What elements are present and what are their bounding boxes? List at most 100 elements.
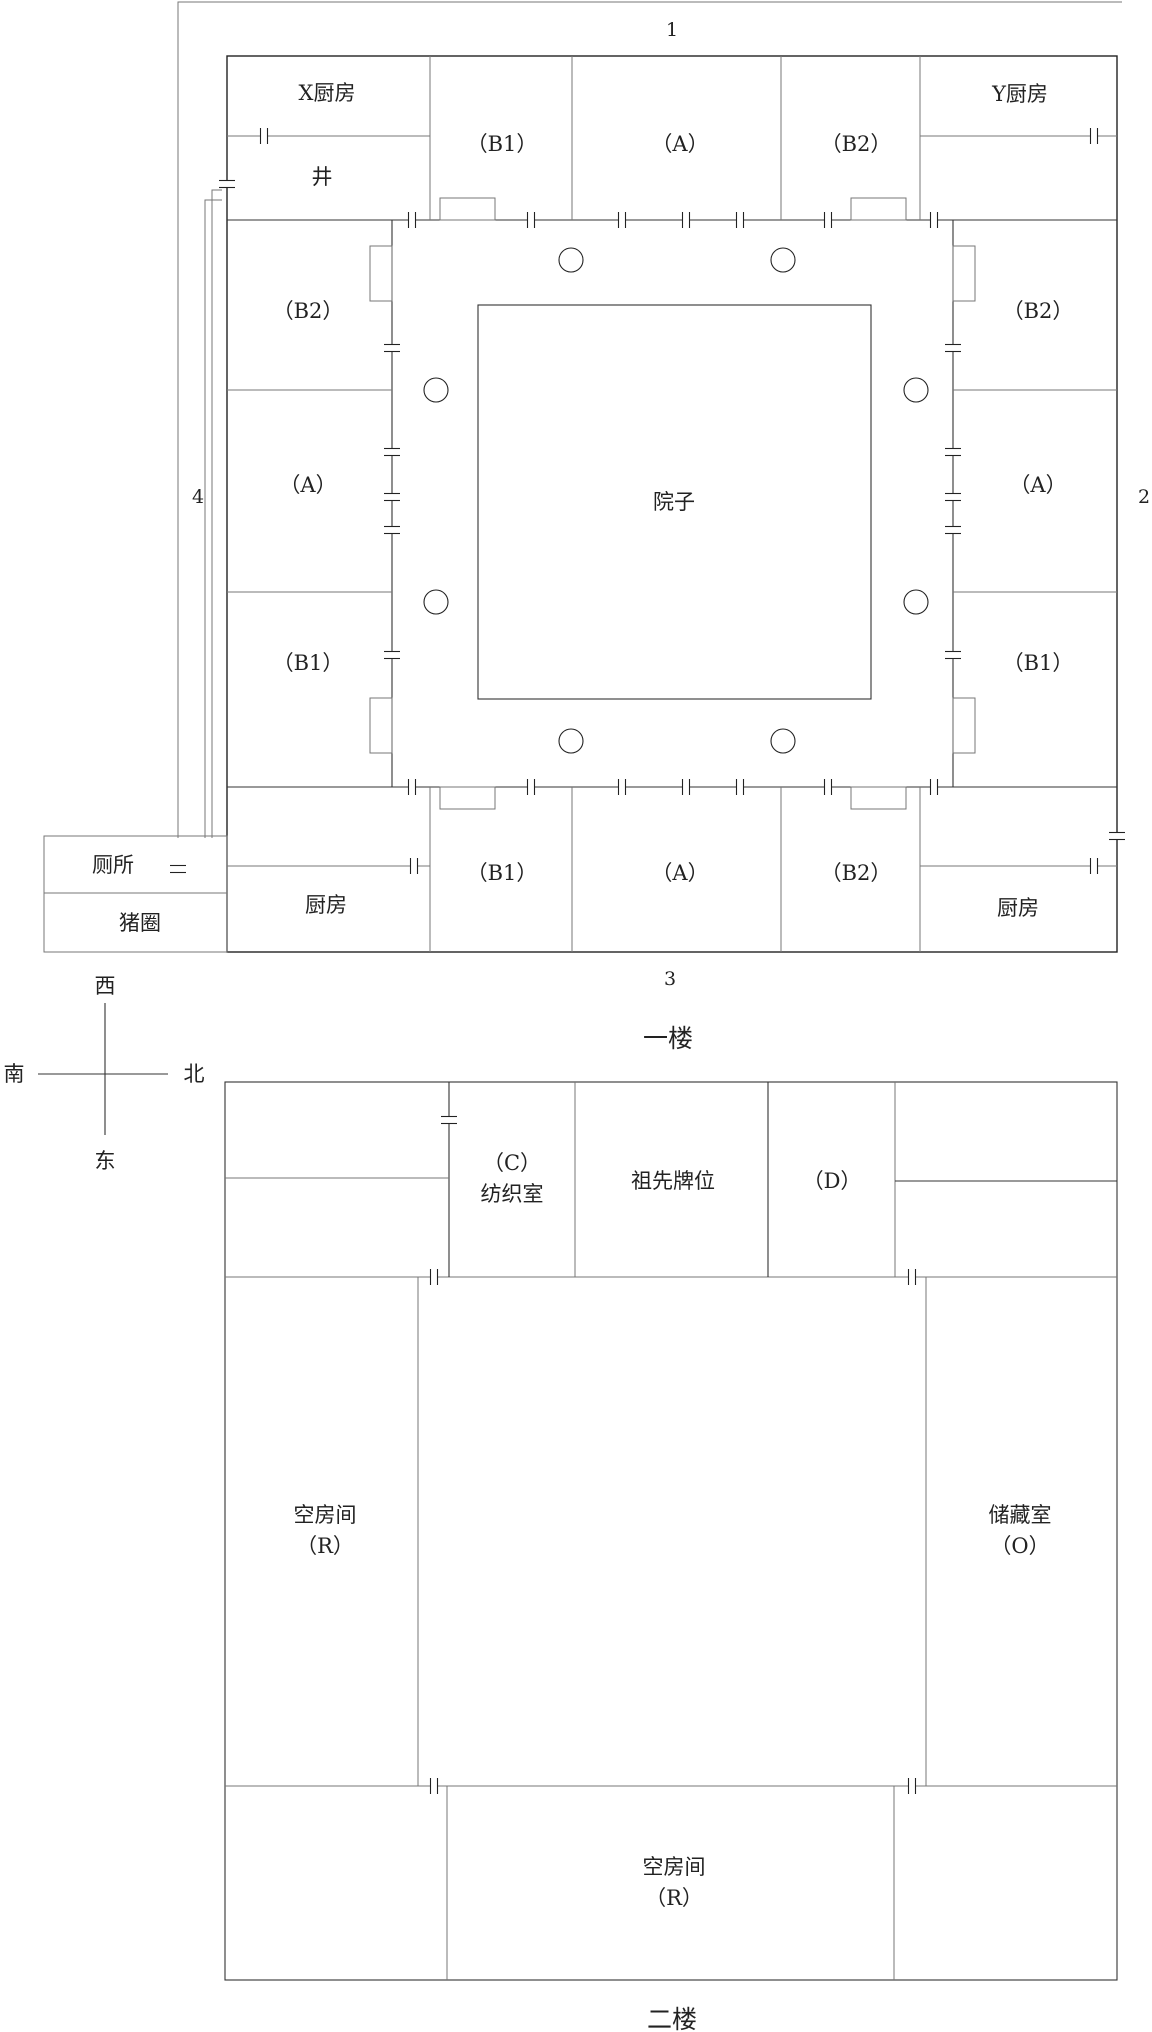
- door-symbol: [441, 1115, 457, 1125]
- bottom-b1-label: （B1）: [467, 861, 538, 885]
- floor2-caption: 二楼: [647, 2005, 697, 2032]
- column: [558, 247, 584, 273]
- compass: 西 东 南 北: [4, 974, 205, 1173]
- door-symbol: [823, 779, 833, 795]
- door-symbol: [681, 212, 691, 228]
- door-symbol: [526, 212, 536, 228]
- door-symbol: [929, 212, 939, 228]
- outer-wall: [226, 55, 1118, 953]
- floor2-plan: （C） 纺织室 祖先牌位 （D） 空房间 （R） 储藏室 （O） 空房间 （R）…: [224, 1081, 1118, 2032]
- floor2-outer-wall: [224, 1081, 1118, 1981]
- column: [558, 728, 584, 754]
- door-symbol: [907, 1778, 917, 1794]
- stair-mark: [369, 697, 393, 754]
- bottom-b2-label: （B2）: [821, 861, 892, 885]
- door-symbol: [219, 179, 235, 189]
- empty-bottom-name-label: 空房间: [643, 1855, 706, 1879]
- door-symbol: [429, 1778, 439, 1794]
- compass-up-label: 西: [95, 974, 116, 998]
- left-b1-label: （B1）: [273, 651, 344, 675]
- annex: [43, 835, 228, 953]
- top-a-label: （A）: [651, 132, 708, 156]
- compass-left-label: 南: [4, 1062, 25, 1086]
- door-symbol: [1089, 858, 1099, 874]
- stair-mark: [850, 786, 907, 810]
- y-kitchen-label: Y厨房: [991, 82, 1048, 106]
- door-symbol: [259, 128, 269, 144]
- door-symbol: [384, 343, 400, 353]
- side-label-bottom: 3: [664, 968, 676, 990]
- ancestor-label: 祖先牌位: [631, 1169, 715, 1193]
- column: [903, 377, 929, 403]
- door-symbol: [945, 525, 961, 535]
- door-symbol: [384, 447, 400, 457]
- stair-mark: [952, 697, 976, 754]
- x-kitchen-label: X厨房: [299, 81, 356, 105]
- storage-code-label: （O）: [990, 1534, 1049, 1558]
- stair-mark: [850, 197, 907, 221]
- empty-bottom-code-label: （R）: [645, 1886, 703, 1910]
- empty-left-name-label: 空房间: [294, 1503, 357, 1527]
- left-a-label: （A）: [279, 473, 336, 497]
- right-b2-label: （B2）: [1003, 299, 1074, 323]
- column: [423, 589, 449, 615]
- door-symbol: [823, 212, 833, 228]
- courtyard-label: 院子: [653, 490, 695, 514]
- door-symbol: [945, 650, 961, 660]
- stair-mark: [369, 245, 393, 302]
- door-symbol: [617, 779, 627, 795]
- door-symbol: [929, 779, 939, 795]
- compass-down-label: 东: [95, 1149, 116, 1173]
- door-symbol: [409, 858, 419, 874]
- bottom-kitchen-right-label: 厨房: [997, 896, 1039, 920]
- door-symbol: [735, 212, 745, 228]
- weaving-code-label: （C）: [483, 1151, 541, 1175]
- right-b1-label: （B1）: [1003, 651, 1074, 675]
- door-symbol: [945, 492, 961, 502]
- courtyard: [477, 304, 872, 700]
- bottom-a-label: （A）: [651, 861, 708, 885]
- door-symbol: [407, 779, 417, 795]
- pigsty-label: 猪圈: [119, 911, 161, 935]
- top-b1-label: （B1）: [467, 132, 538, 156]
- d-label: （D）: [803, 1169, 862, 1193]
- courtyard-columns: [423, 247, 929, 754]
- door-symbol: [384, 525, 400, 535]
- side-label-left: 4: [192, 486, 204, 508]
- floor1-room-labels: X厨房 井 Y厨房 （B1） （A） （B2） （B2） （A） （B1） （B…: [92, 81, 1073, 935]
- door-symbol: [945, 447, 961, 457]
- column: [770, 247, 796, 273]
- lane-path-inner-2: [211, 189, 222, 838]
- door-symbol: [384, 492, 400, 502]
- door-symbol: [907, 1269, 917, 1285]
- top-b2-label: （B2）: [821, 132, 892, 156]
- door-symbol: [735, 779, 745, 795]
- bottom-kitchen-left-label: 厨房: [305, 893, 347, 917]
- toilet-label: 厕所: [92, 853, 134, 877]
- door-symbols: [170, 128, 1125, 874]
- weaving-name-label: 纺织室: [481, 1182, 544, 1206]
- storage-name-label: 储藏室: [989, 1503, 1052, 1527]
- floor1-plan: 1 2 3 4 X厨房 井 Y厨房 （B1） （A） （B2） （B2） （A）…: [43, 1, 1150, 1053]
- floor1-caption: 一楼: [643, 1024, 693, 1053]
- door-symbol: [945, 343, 961, 353]
- door-symbol: [407, 212, 417, 228]
- door-symbol: [384, 650, 400, 660]
- door-symbol: [1109, 831, 1125, 841]
- compass-right-label: 北: [184, 1062, 205, 1086]
- column: [770, 728, 796, 754]
- stair-mark: [952, 245, 976, 302]
- door-symbol: [429, 1269, 439, 1285]
- side-label-right: 2: [1138, 486, 1150, 508]
- floor2-room-labels: （C） 纺织室 祖先牌位 （D） 空房间 （R） 储藏室 （O） 空房间 （R）: [294, 1151, 1052, 1910]
- column: [903, 589, 929, 615]
- well-label: 井: [312, 165, 333, 189]
- right-a-label: （A）: [1009, 473, 1066, 497]
- stair-mark: [439, 197, 496, 221]
- side-label-top: 1: [666, 19, 678, 41]
- empty-left-code-label: （R）: [296, 1534, 354, 1558]
- door-symbol: [617, 212, 627, 228]
- floor2-door-symbols: [429, 1115, 917, 1794]
- door-symbol: [170, 864, 186, 874]
